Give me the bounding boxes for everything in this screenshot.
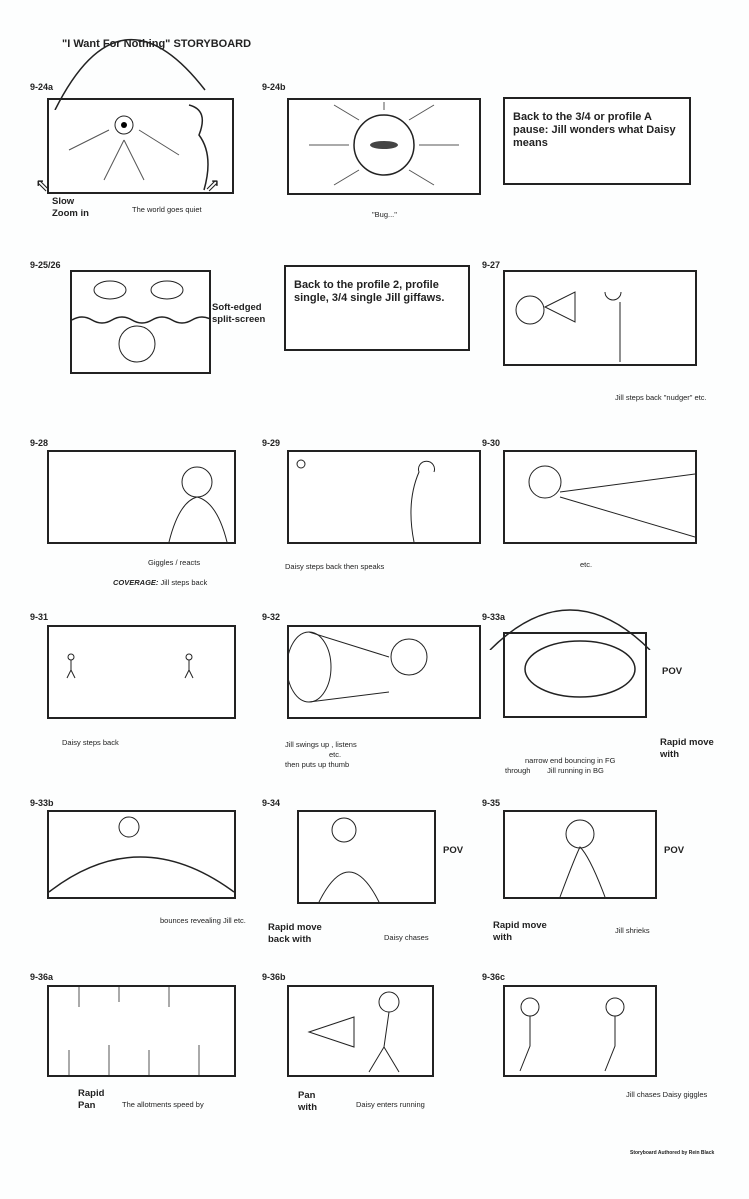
- panel-9-30: [503, 450, 697, 544]
- arrow-icon: ⇖: [35, 175, 51, 195]
- panel-caption: then puts up thumb: [285, 760, 350, 769]
- panel-caption: Daisy steps back then speaks: [285, 562, 385, 571]
- panel-caption: Daisy steps back: [62, 738, 119, 747]
- panel-9-31: [47, 625, 236, 719]
- sun-arc-sketch: [54, 38, 206, 110]
- panel-label: 9-36b: [262, 972, 286, 982]
- panel-9-35: [503, 810, 657, 899]
- allotments-sketch: [68, 987, 200, 1075]
- bounce-arc-sketch: [49, 816, 234, 893]
- panel-9-33a: [503, 632, 647, 718]
- panel-label: 9-25/26: [30, 260, 61, 270]
- panel-note: Rapid move with: [493, 920, 547, 943]
- panel-9-33b: [47, 810, 236, 899]
- panel-label: 9-28: [30, 438, 49, 448]
- credit: Storyboard Authored by Rein Black: [630, 1150, 715, 1156]
- coverage-note: COVERAGE: Jill steps back: [113, 578, 208, 587]
- panel-caption: Jill chases Daisy giggles: [626, 1090, 708, 1099]
- panel-label: 9-29: [262, 438, 281, 448]
- page-title: "I Want For Nothing" STORYBOARD: [62, 38, 252, 50]
- panel-caption: etc.: [580, 560, 593, 569]
- panel-label: 9-35: [482, 798, 501, 808]
- panel-9-36c: [503, 985, 657, 1077]
- panel-label: 9-30: [482, 438, 501, 448]
- panel-caption: Daisy chases: [384, 933, 429, 942]
- panel-label: 9-33b: [30, 798, 54, 808]
- two-figures-sketch: [66, 653, 194, 679]
- panel-label: 9-36a: [30, 972, 54, 982]
- panel-caption: bounces revealing Jill etc.: [160, 916, 246, 925]
- sun-mouth-sketch: [309, 102, 459, 186]
- panel-9-29: [287, 450, 481, 544]
- panel-caption: The world goes quiet: [132, 205, 202, 214]
- panel-9-36a: [47, 985, 236, 1077]
- panel-text-box: Back to the profile 2, profile single, 3…: [284, 265, 470, 351]
- panel-label: 9-32: [262, 612, 281, 622]
- panel-label: 9-31: [30, 612, 49, 622]
- daisy-running-sketch: [307, 991, 400, 1073]
- panel-9-28: [47, 450, 236, 544]
- panel-note: POV: [664, 845, 685, 856]
- panel-note: POV: [662, 666, 683, 677]
- panel-label: 9-36c: [482, 972, 506, 982]
- panel-note: Soft-edged split-screen: [212, 302, 266, 325]
- panel-9-34: [297, 810, 436, 904]
- panel-caption: Jill steps back "nudger" etc.: [615, 393, 707, 402]
- panel-9-27: [503, 270, 697, 366]
- panel-note: Pan with: [298, 1090, 317, 1113]
- jill-megaphone-sketch: [289, 631, 428, 703]
- panel-label: 9-27: [482, 260, 501, 270]
- panel-label: 9-33a: [482, 612, 506, 622]
- jill-beam-sketch: [528, 465, 695, 538]
- panel-9-25-26: [70, 270, 211, 374]
- panel-note: POV: [443, 845, 464, 856]
- panel-caption: Daisy enters running: [356, 1100, 425, 1109]
- jill-megaphone-sketch: [515, 291, 622, 362]
- jill-face-sketch: [168, 466, 228, 542]
- panel-caption: The allotments speed by: [122, 1100, 204, 1109]
- panel-caption: "Bug...": [372, 210, 397, 219]
- panel-label: 9-24a: [30, 82, 54, 92]
- panel-9-24b: [287, 98, 481, 195]
- panel-caption: narrow end bouncing in FG: [525, 756, 616, 765]
- panel-caption: Giggles / reacts: [148, 558, 201, 567]
- sun-eye-sketch: [68, 104, 209, 191]
- panel-label: 9-34: [262, 798, 281, 808]
- daisy-figure-sketch: [296, 459, 435, 542]
- panel-caption: etc.: [329, 750, 342, 759]
- panel-9-32: [287, 625, 481, 719]
- panel-note: Rapid move with: [660, 737, 714, 760]
- panel-label: 9-24b: [262, 82, 286, 92]
- chase-sketch: [519, 997, 625, 1072]
- panel-note: Rapid Pan: [78, 1088, 105, 1111]
- panel-note: Rapid move back with: [268, 922, 322, 945]
- panel-caption: Jill shrieks: [615, 926, 650, 935]
- arrow-icon: ⇗: [205, 175, 221, 195]
- jill-shrieking-sketch: [559, 819, 606, 897]
- split-screen-faces-sketch: [72, 280, 209, 363]
- panel-caption: through Jill running in BG: [505, 766, 604, 775]
- megaphone-arc-sketch: [489, 609, 651, 650]
- panel-9-36b: [287, 985, 434, 1077]
- panel-text-box: Back to the 3/4 or profile A pause: Jill…: [503, 97, 691, 185]
- panel-9-24a: [47, 98, 234, 194]
- megaphone-mouth-sketch: [524, 640, 636, 698]
- panel-caption: Jill swings up , listens: [285, 740, 357, 749]
- daisy-chasing-sketch: [318, 817, 380, 902]
